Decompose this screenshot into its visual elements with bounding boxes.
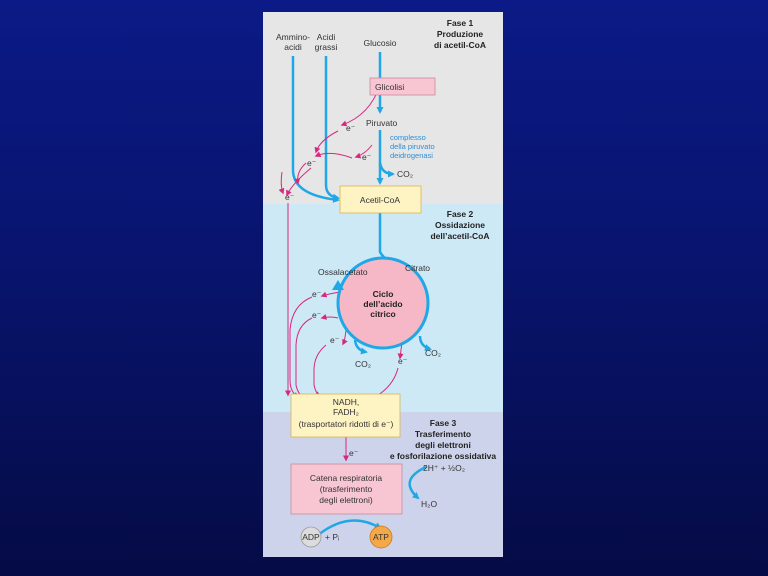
- aminoacids-label-2: acidi: [284, 42, 302, 52]
- svg-text:Fase 2: Fase 2: [447, 209, 474, 219]
- svg-text:citrico: citrico: [370, 309, 396, 319]
- svg-text:deidrogenasi: deidrogenasi: [390, 151, 433, 160]
- svg-text:(trasportatori ridotti di e⁻): (trasportatori ridotti di e⁻): [299, 419, 394, 429]
- co2-label-a: CO₂: [355, 359, 371, 369]
- svg-text:e⁻: e⁻: [285, 192, 295, 202]
- svg-text:e⁻: e⁻: [330, 335, 340, 345]
- svg-text:dell’acetil-CoA: dell’acetil-CoA: [430, 231, 489, 241]
- svg-text:e⁻: e⁻: [346, 123, 356, 133]
- oxaloacetate-label: Ossalacetato: [318, 267, 368, 277]
- adp-label: ADP: [302, 532, 320, 542]
- svg-text:di acetil-CoA: di acetil-CoA: [434, 40, 486, 50]
- carriers-label: NADH, FADH₂ (trasportatori ridotti di e⁻…: [299, 397, 394, 429]
- water-label: H₂O: [421, 499, 437, 509]
- svg-text:Ossidazione: Ossidazione: [435, 220, 485, 230]
- arrow-co2-a: [353, 339, 368, 355]
- svg-text:e⁻: e⁻: [312, 310, 322, 320]
- acetylcoa-box: [339, 185, 422, 214]
- svg-text:e⁻: e⁻: [349, 448, 359, 458]
- svg-text:Ciclo: Ciclo: [373, 289, 394, 299]
- atp-label: ATP: [373, 532, 389, 542]
- svg-text:degli elettroni): degli elettroni): [319, 495, 373, 505]
- phase2-header: Fase 2 Ossidazione dell’acetil-CoA: [430, 209, 489, 241]
- arrow-co2-b: [418, 335, 432, 351]
- adp-circle: [300, 526, 322, 548]
- glycolysis-label: Glicolisi: [375, 82, 404, 92]
- svg-text:e⁻: e⁻: [398, 356, 408, 366]
- svg-text:FADH₂: FADH₂: [333, 407, 359, 417]
- respiratory-chain-label: Catena respiratoria (trasferimento degli…: [310, 473, 383, 505]
- svg-text:NADH,: NADH,: [333, 397, 359, 407]
- co2-label-pdh: CO₂: [397, 169, 413, 179]
- arrow-co2-pdh: [378, 162, 395, 178]
- svg-text:degli elettroni: degli elettroni: [415, 440, 471, 450]
- svg-text:della piruvato: della piruvato: [390, 142, 435, 151]
- cycle-label: Ciclo dell’acido citrico: [363, 289, 402, 319]
- pyruvate-label: Piruvato: [366, 118, 397, 128]
- electron-labels: e⁻ e⁻ e⁻ e⁻ e⁻ e⁻ e⁻ e⁻ e⁻: [285, 123, 408, 458]
- svg-text:complesso: complesso: [390, 133, 426, 142]
- svg-text:e fosforilazione ossidativa: e fosforilazione ossidativa: [390, 451, 497, 461]
- arrow-adp-atp: [317, 519, 382, 536]
- svg-text:Produzione: Produzione: [437, 29, 484, 39]
- svg-text:e⁻: e⁻: [307, 158, 317, 168]
- svg-text:Fase 3: Fase 3: [430, 418, 457, 428]
- svg-text:(trasferimento: (trasferimento: [320, 484, 373, 494]
- aminoacids-label: Ammino-: [276, 32, 310, 42]
- svg-text:e⁻: e⁻: [312, 289, 322, 299]
- phase1-header: Fase 1 Produzione di acetil-CoA: [434, 18, 486, 50]
- glycolysis-box: [369, 77, 436, 96]
- cycle-arrowhead: [332, 280, 344, 290]
- svg-text:Trasferimento: Trasferimento: [415, 429, 471, 439]
- svg-text:e⁻: e⁻: [362, 152, 372, 162]
- citric-acid-cycle: [336, 256, 430, 350]
- fattyacids-label-2: grassi: [315, 42, 338, 52]
- pdh-label: complesso della piruvato deidrogenasi: [390, 133, 435, 160]
- svg-text:Catena respiratoria: Catena respiratoria: [310, 473, 383, 483]
- fattyacids-label: Acidi: [317, 32, 336, 42]
- oxygen-label: 2H⁺ + ½O₂: [423, 463, 465, 473]
- atp-circle: [369, 525, 393, 549]
- arrow-aminoacids: [291, 56, 340, 203]
- arrow-fattyacids: [324, 56, 340, 201]
- co2-label-b: CO₂: [425, 348, 441, 358]
- carriers-box: [290, 393, 401, 438]
- acetylcoa-label: Acetil-CoA: [360, 195, 400, 205]
- pi-label: + Pᵢ: [325, 532, 339, 542]
- arrow-oxygen-water: [408, 465, 427, 500]
- svg-text:dell’acido: dell’acido: [363, 299, 402, 309]
- phase3-header: Fase 3 Trasferimento degli elettroni e f…: [390, 418, 497, 461]
- citrate-label: Citrato: [405, 263, 430, 273]
- glucose-label: Glucosio: [363, 38, 396, 48]
- respiratory-chain-box: [290, 463, 403, 515]
- svg-text:Fase 1: Fase 1: [447, 18, 474, 28]
